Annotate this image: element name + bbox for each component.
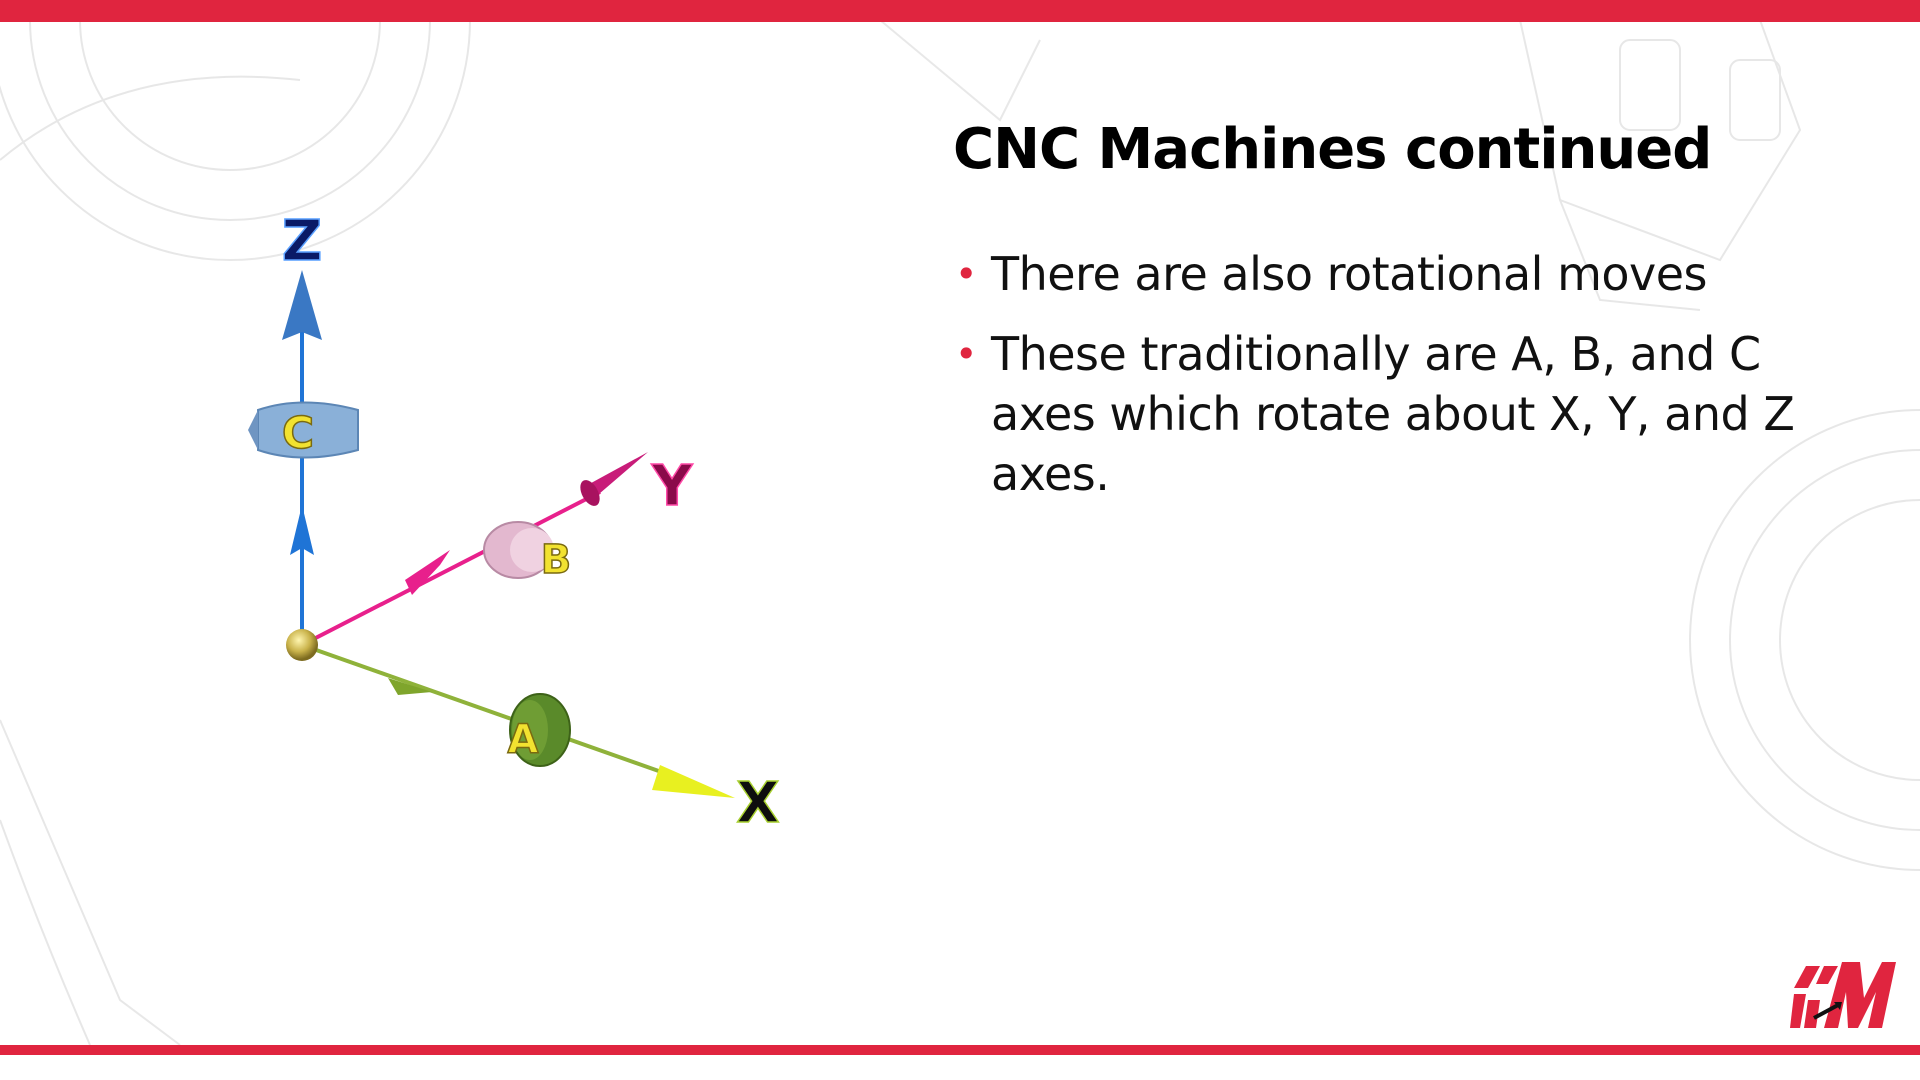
brand-logo-icon — [1790, 962, 1896, 1028]
bottom-accent-bar — [0, 1045, 1920, 1055]
c-rotary-label: C — [282, 408, 314, 459]
bullet-item: • There are also rotational moves — [953, 244, 1813, 304]
z-axis: Z — [281, 208, 323, 645]
axes-diagram: Z C Y B X A — [248, 208, 780, 837]
bullet-text: These traditionally are A, B, and C axes… — [991, 327, 1795, 501]
c-rotary-icon: C — [248, 401, 359, 460]
bullet-list: • There are also rotational moves • Thes… — [953, 244, 1813, 524]
origin-sphere — [286, 629, 318, 661]
top-accent-bar — [0, 0, 1920, 22]
a-rotary-icon: A — [507, 693, 571, 767]
x-axis: X — [301, 643, 780, 837]
x-axis-label: X — [736, 771, 779, 836]
slide-title: CNC Machines continued — [953, 117, 1712, 182]
bullet-dot-icon: • — [955, 332, 977, 376]
a-rotary-label: A — [508, 717, 539, 763]
bullet-text: There are also rotational moves — [991, 247, 1708, 301]
bullet-dot-icon: • — [955, 252, 977, 296]
y-axis: Y — [301, 452, 694, 647]
z-axis-label: Z — [282, 209, 323, 274]
y-axis-label: Y — [651, 454, 694, 519]
b-rotary-icon: B — [483, 521, 572, 584]
bullet-item: • These traditionally are A, B, and C ax… — [953, 324, 1813, 504]
b-rotary-label: B — [541, 537, 572, 583]
